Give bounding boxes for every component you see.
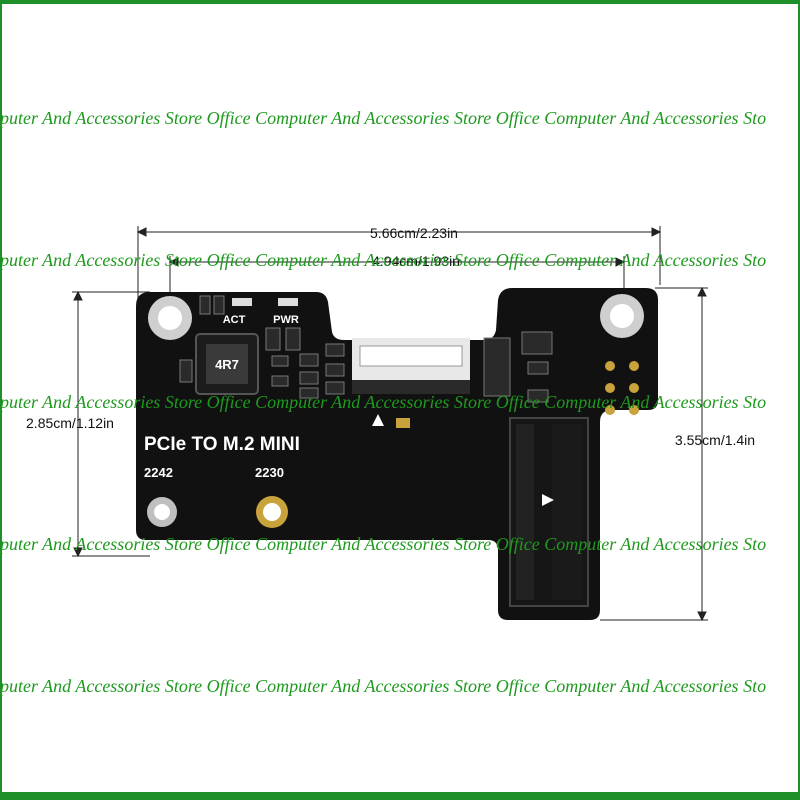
header-pads (605, 361, 639, 415)
m2-slot (509, 417, 589, 607)
watermark-row-3: puter And Accessories Store Office Compu… (0, 392, 767, 412)
inductor-marking: 4R7 (215, 357, 239, 372)
fpc-pads (396, 418, 410, 428)
watermark-row-4: puter And Accessories Store Office Compu… (0, 534, 767, 554)
dimension-lines (72, 226, 708, 622)
fpc-pin1-arrow (372, 414, 384, 426)
watermark-row-2: puter And Accessories Store Office Compu… (0, 250, 767, 270)
label-act: ACT (223, 314, 246, 326)
inductor: 4R7 (195, 333, 259, 395)
smd-components (179, 295, 553, 403)
led-act (232, 298, 252, 306)
label-pwr: PWR (273, 314, 299, 326)
fpc-connector (352, 338, 470, 394)
mounting-hole-left (148, 296, 192, 340)
right-border (798, 0, 800, 800)
watermark-row-1: puter And Accessories Store Office Compu… (0, 108, 767, 128)
standoff-hole-2242 (147, 497, 177, 527)
led-pwr (278, 298, 298, 306)
board-title: PCIe TO M.2 MINI (144, 434, 300, 455)
bottom-border (0, 792, 800, 800)
dim-right-height: 3.55cm/1.4in (675, 432, 755, 448)
watermark-row-5: puter And Accessories Store Office Compu… (0, 676, 767, 696)
label-2230: 2230 (255, 465, 284, 480)
dim-left-height: 2.85cm/1.12in (26, 415, 114, 431)
label-2242: 2242 (144, 465, 173, 480)
top-border (0, 0, 800, 4)
dim-overall-width: 5.66cm/2.23in (370, 225, 458, 241)
m2-pin1-arrow (542, 494, 554, 506)
standoff-hole-2230 (256, 496, 288, 528)
dim-hole-spacing: 4.94cm/1.93in (372, 253, 460, 269)
left-border (0, 0, 2, 800)
mounting-hole-right (600, 294, 644, 338)
